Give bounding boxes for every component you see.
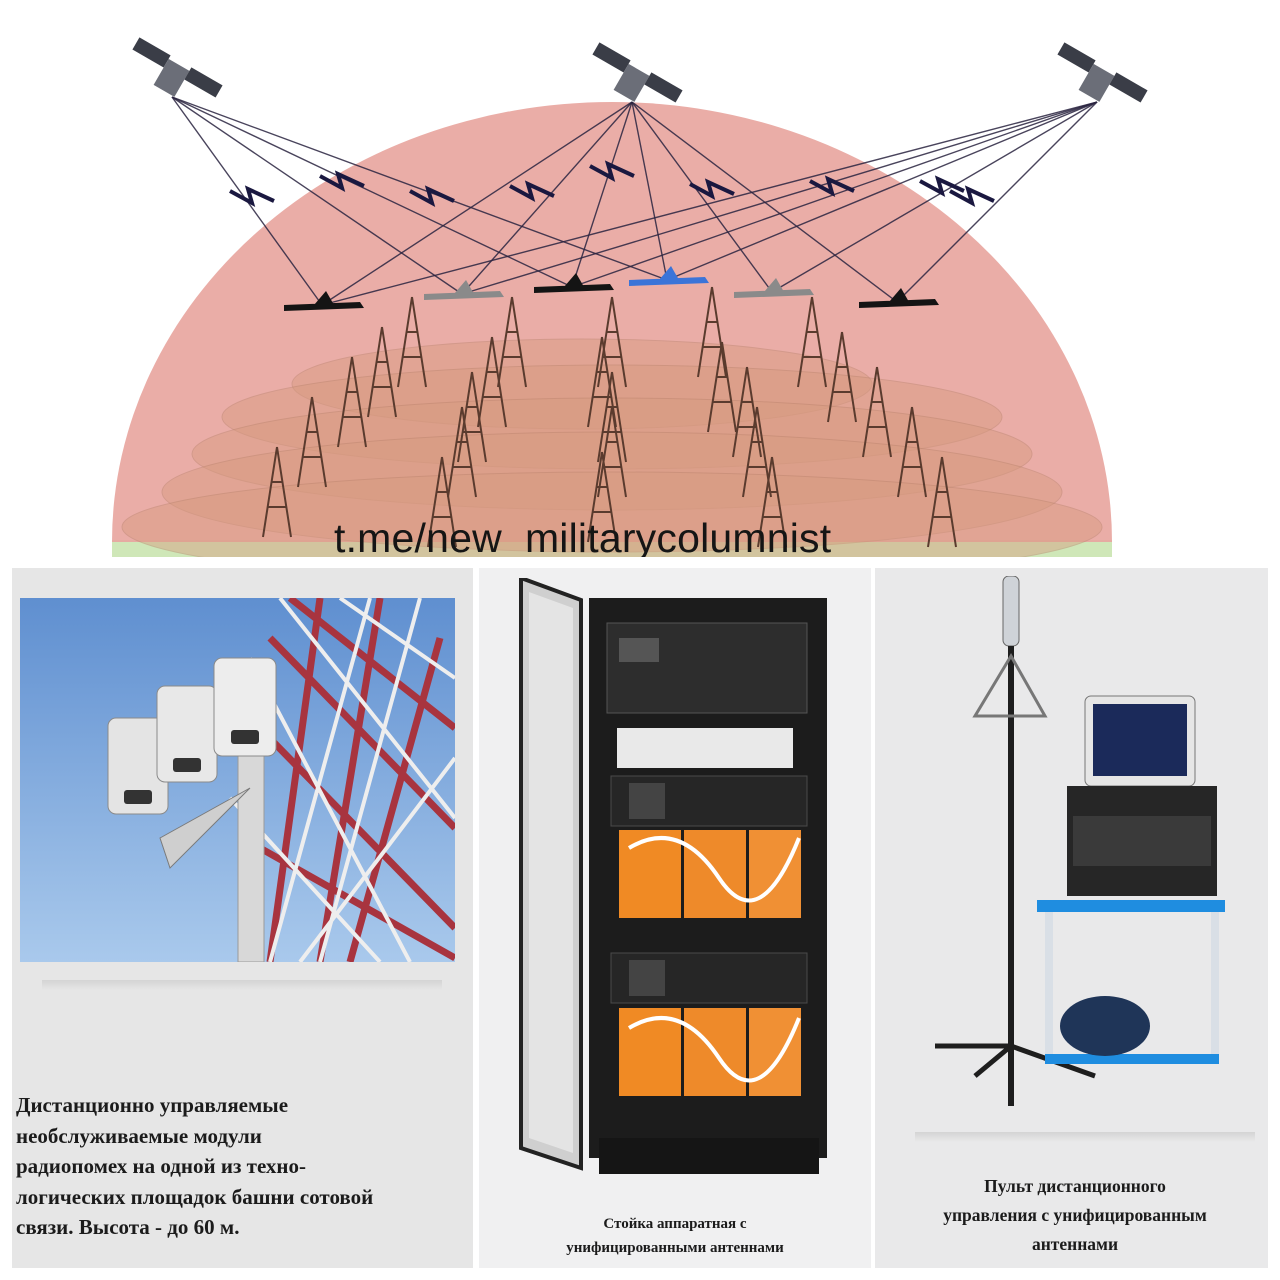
jamming-module-3 — [213, 657, 277, 757]
satellite-icon — [184, 67, 223, 98]
jamming-signal-icon — [949, 185, 995, 208]
jamming-signal-icon — [589, 160, 635, 183]
satellite-icon — [1078, 63, 1115, 102]
jamming-signal-icon — [919, 175, 965, 198]
satellite-link — [321, 101, 1098, 306]
satellite-link — [896, 101, 1098, 303]
antenna-mast — [1002, 576, 1020, 647]
radio-tower-icon — [427, 456, 457, 548]
radio-tower-icon — [262, 446, 292, 538]
radio-tower-icon — [337, 356, 367, 448]
tower-lattice-white — [228, 598, 455, 962]
satellite-icon — [153, 58, 190, 97]
satellite-icon — [644, 72, 683, 103]
satellite-link — [171, 96, 573, 288]
satellite-link — [631, 101, 668, 281]
satellite-link — [571, 101, 633, 288]
satellite-link — [461, 101, 1098, 295]
satellite-link — [631, 101, 773, 293]
coverage-diagram — [112, 37, 1148, 557]
panel-equipment-rack: Стойка аппаратная с унифицированными ант… — [479, 568, 871, 1268]
satellite-icon — [1109, 72, 1148, 103]
radio-tower-icon — [827, 331, 857, 423]
fighter-jet-icon — [734, 278, 814, 298]
tower-coverage-zone — [291, 338, 873, 430]
satellite-link — [666, 101, 1098, 281]
jamming-signal-icon — [809, 175, 855, 198]
satellite-icon — [1057, 42, 1096, 73]
tower-coverage-zone — [221, 364, 1003, 470]
radio-tower-icon — [597, 371, 627, 463]
jamming-signal-icon — [509, 180, 555, 203]
radio-tower-icon — [367, 326, 397, 418]
radio-tower-icon — [732, 366, 762, 458]
equipment-rack-photo — [519, 578, 827, 1174]
caption-control-console: Пульт дистанционного управления с унифиц… — [943, 1176, 1207, 1254]
radio-tower-icon — [457, 371, 487, 463]
radio-tower-icon — [447, 406, 477, 498]
photo-shadow — [915, 1132, 1255, 1142]
radio-tower-icon — [397, 296, 427, 388]
jamming-module-2 — [156, 685, 218, 783]
radio-tower-icon — [757, 456, 787, 548]
jamming-signal-icon — [689, 178, 735, 201]
caption-equipment-rack: Стойка аппаратная с унифицированными ант… — [566, 1216, 784, 1256]
radio-tower-icon — [697, 286, 727, 378]
satellite-link — [461, 101, 633, 295]
tower-lattice-red — [247, 598, 455, 962]
control-console-photo — [935, 576, 1225, 1106]
coverage-dome — [112, 102, 1112, 542]
panel-tower-modules: Дистанционно управляемые необслуживаемые… — [12, 568, 473, 1268]
radio-tower-icon — [597, 406, 627, 498]
missile-icon — [629, 266, 709, 286]
radio-tower-icon — [297, 396, 327, 488]
battery-unit-bottom — [610, 952, 808, 1096]
radio-tower-icon — [927, 456, 957, 548]
satellite-link — [171, 96, 463, 295]
battery-unit-top — [610, 775, 808, 918]
ground-strip — [112, 540, 1112, 557]
cruise-missile-icon — [284, 291, 364, 311]
radio-tower-icon — [477, 336, 507, 428]
caption-tower-modules: Дистанционно управляемые необслуживаемые… — [16, 1093, 374, 1239]
satellite-link — [321, 101, 633, 306]
tower-modules-photo — [20, 598, 455, 962]
watermark-text: t.me/new_military­columnist — [334, 515, 832, 557]
drone-icon — [534, 273, 614, 293]
satellite-link — [771, 101, 1098, 293]
radio-tower-icon — [597, 296, 627, 388]
radio-tower-icon — [587, 451, 617, 543]
satellite-icon — [132, 37, 171, 68]
jamming-signal-icon — [229, 185, 275, 208]
photo-shadow — [42, 980, 442, 990]
cart-shelf — [1037, 900, 1225, 912]
radio-tower-icon — [862, 366, 892, 458]
jamming-signal-icon — [319, 170, 365, 193]
jamming-signal-icon — [409, 185, 455, 208]
satellite-icon — [592, 42, 631, 73]
radio-tower-icon — [587, 336, 617, 428]
radio-tower-icon — [497, 296, 527, 388]
panel-control-console: Пульт дистанционного управления с унифиц… — [875, 568, 1268, 1268]
radio-tower-icon — [742, 406, 772, 498]
cruise-missile-icon — [859, 288, 939, 308]
top-panel-illustration: t.me/new_military­columnist — [12, 12, 1268, 557]
radio-tower-icon — [797, 296, 827, 388]
radio-tower-icon — [707, 341, 737, 433]
console-monitor — [1084, 695, 1196, 787]
radio-tower-icon — [897, 406, 927, 498]
satellite-icon — [613, 63, 650, 102]
helicopter-icon — [424, 280, 504, 300]
